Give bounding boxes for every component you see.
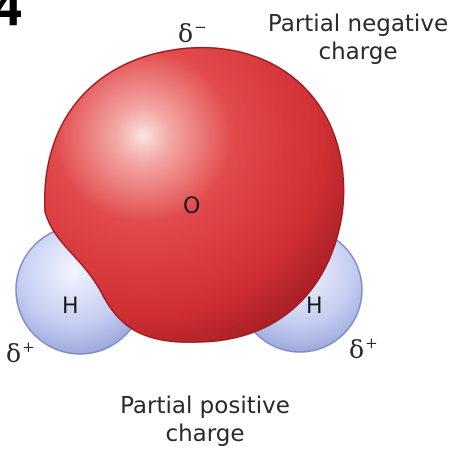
hydrogen-left-label: H (62, 294, 79, 319)
hydrogen-left-delta-symbol: δ (6, 339, 22, 368)
oxygen-label: O (183, 194, 201, 219)
oxygen-charge-sign: − (194, 18, 207, 36)
hydrogen-right-label: H (306, 294, 323, 319)
oxygen-delta-symbol: δ (178, 19, 194, 48)
oxygen-partial-charge: δ− (178, 18, 207, 48)
hydrogen-right-partial-charge: δ+ (349, 334, 378, 364)
hydrogen-left-charge-sign: + (22, 338, 35, 356)
oxygen-atom (43, 46, 345, 343)
partial-negative-line1: Partial negative (267, 11, 449, 37)
corner-digit: 4 (0, 0, 24, 38)
partial-negative-line2: charge (318, 39, 398, 66)
partial-positive-caption: Partial positive charge (90, 392, 320, 448)
hydrogen-left-partial-charge: δ+ (6, 338, 35, 368)
hydrogen-right-delta-symbol: δ (349, 335, 365, 364)
partial-positive-line2: charge (165, 421, 245, 448)
partial-negative-caption: Partial negative charge (258, 10, 458, 66)
hydrogen-right-charge-sign: + (365, 334, 378, 352)
partial-positive-line1: Partial positive (120, 393, 290, 419)
